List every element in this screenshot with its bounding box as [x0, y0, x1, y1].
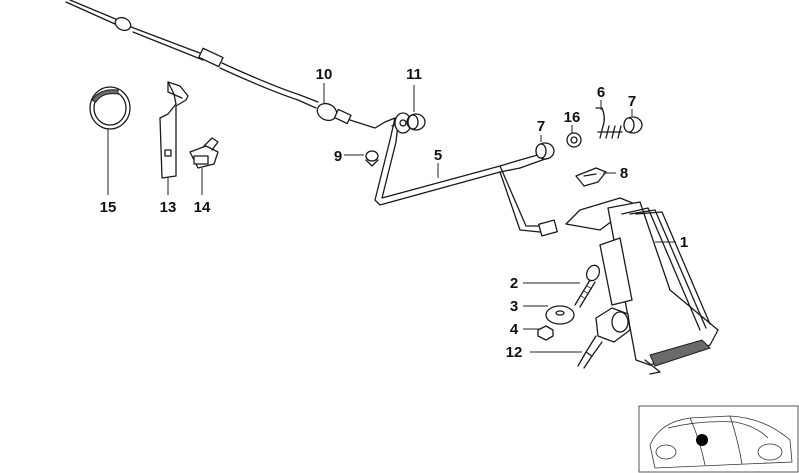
- washer-3: [545, 305, 575, 325]
- callout-7-right: 7: [628, 93, 636, 110]
- spring-6: [595, 107, 623, 139]
- accelerator-rod: [374, 112, 558, 237]
- throttle-cable: [65, 0, 386, 129]
- ring-clamp-15: [89, 86, 131, 130]
- callout-10: 10: [316, 66, 333, 83]
- callout-5: 5: [434, 147, 442, 164]
- callout-2: 2: [510, 275, 518, 292]
- callout-14: 14: [194, 199, 211, 216]
- bushing-11: [406, 113, 426, 131]
- callout-labels: 10 11 9 5 7 16 6 7 8 1 2 3 4 12 15 13 14: [100, 66, 689, 361]
- bolt-2: [574, 264, 601, 308]
- nut-clip-14: [189, 137, 219, 169]
- callout-1: 1: [680, 234, 688, 251]
- bushing-7-left: [535, 142, 555, 160]
- clip-8: [575, 167, 607, 187]
- kickdown-switch-12: [577, 307, 631, 369]
- callout-16: 16: [564, 109, 581, 126]
- callout-9: 9: [334, 148, 342, 165]
- clip-9: [365, 150, 379, 167]
- bracket-13: [159, 81, 189, 179]
- callout-13: 13: [160, 199, 177, 216]
- callout-4: 4: [510, 321, 519, 338]
- vehicle-inset: [638, 405, 799, 473]
- leader-lines: [107, 83, 676, 353]
- callout-11: 11: [406, 66, 422, 83]
- callout-7-left: 7: [537, 118, 545, 135]
- nut-4: [537, 325, 554, 341]
- car-location-icon: [649, 415, 793, 469]
- callout-15: 15: [100, 199, 117, 216]
- callout-12: 12: [506, 344, 523, 361]
- accelerator-pedal: [565, 197, 719, 375]
- washer-16: [566, 132, 582, 148]
- callout-6: 6: [597, 84, 605, 101]
- callout-3: 3: [510, 298, 518, 315]
- callout-8: 8: [620, 165, 628, 182]
- bushing-7-right: [623, 116, 643, 134]
